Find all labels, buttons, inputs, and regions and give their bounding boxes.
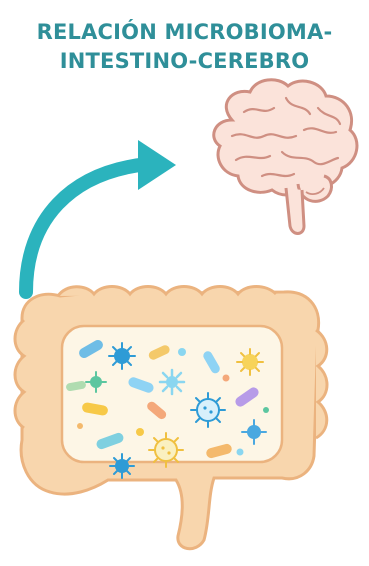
microbe-dot: [77, 423, 83, 429]
microbe-icon: [109, 343, 135, 369]
microbe-dot: [223, 375, 230, 382]
microbe-icon: [191, 393, 225, 427]
microbe-icon: [149, 433, 183, 467]
microbe-dot: [237, 449, 244, 456]
microbe-dot: [178, 348, 186, 356]
microbe-dot: [136, 428, 144, 436]
intestine-icon: [15, 287, 327, 549]
microbe-icon: [110, 454, 134, 478]
microbe-dot: [263, 407, 269, 413]
microbe-icon: [160, 370, 184, 394]
microbe-icon: [237, 349, 263, 375]
curved-arrow-icon: [26, 140, 176, 292]
brain-icon: [214, 80, 357, 234]
